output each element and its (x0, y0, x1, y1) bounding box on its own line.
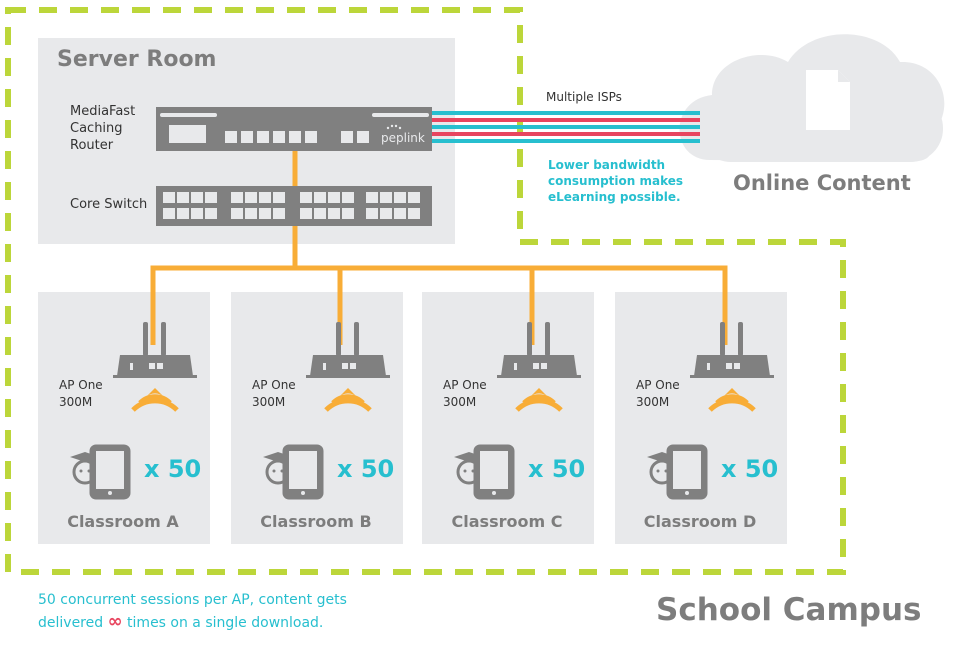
switch-port (394, 208, 406, 219)
switch-port (205, 192, 217, 203)
device-count: x 50 (144, 455, 202, 483)
switch-port (408, 192, 420, 203)
switch-port (191, 192, 203, 203)
wifi-signal-icon (708, 388, 756, 412)
router-label: MediaFast Caching Router (70, 103, 135, 154)
ap-speed: 300M (59, 395, 93, 409)
switch-port (245, 192, 257, 203)
switch-port (328, 208, 340, 219)
ap-label: AP One 300M (59, 377, 103, 411)
wifi-signal-icon (515, 388, 563, 412)
note-line: eLearning possible. (548, 190, 681, 204)
switch-port (300, 192, 312, 203)
switch-port (273, 192, 285, 203)
ap-speed: 300M (636, 395, 670, 409)
access-point-device (306, 322, 390, 378)
isp-label: Multiple ISPs (546, 90, 622, 104)
switch-port (380, 192, 392, 203)
switch-port (163, 192, 175, 203)
footer-note: 50 concurrent sessions per AP, content g… (38, 589, 347, 634)
switch-port (328, 192, 340, 203)
footer-text: delivered (38, 615, 104, 631)
classroom-name: Classroom D (643, 512, 757, 531)
switch-port (342, 192, 354, 203)
switch-port (380, 208, 392, 219)
peplink-dots-icon (386, 124, 402, 130)
isp-lines (432, 111, 700, 143)
classroom-name: Classroom C (451, 512, 563, 531)
classroom-c-panel (422, 292, 594, 544)
note-line: consumption makes (548, 174, 684, 188)
router-label-line: MediaFast (70, 104, 136, 119)
classroom-name: Classroom B (260, 512, 372, 531)
switch-port (205, 208, 217, 219)
switch-port (394, 192, 406, 203)
switch-port (231, 192, 243, 203)
wifi-signal-icon (324, 388, 372, 412)
switch-port (342, 208, 354, 219)
ap-model: AP One (59, 378, 103, 392)
tablet-icon (89, 444, 131, 500)
footer-line-2: delivered ∞ times on a single download. (38, 611, 347, 634)
router-device: peplink (156, 107, 432, 151)
tablet-icon (666, 444, 708, 500)
classroom-name: Classroom A (67, 512, 179, 531)
server-room-title: Server Room (57, 47, 217, 72)
device-count: x 50 (528, 455, 586, 483)
switch-port (259, 192, 271, 203)
switch-label: Core Switch (70, 197, 148, 212)
access-point-device (497, 322, 581, 378)
switch-port (314, 208, 326, 219)
online-content-label: Online Content (733, 171, 911, 195)
switch-port (191, 208, 203, 219)
router-label-line: Router (70, 138, 114, 153)
document-icon (806, 70, 850, 130)
ap-label: AP One 300M (443, 377, 487, 411)
campus-border (5, 7, 846, 575)
switch-port (231, 208, 243, 219)
switch-port (259, 208, 271, 219)
router-label-line: Caching (70, 121, 123, 136)
device-count: x 50 (337, 455, 395, 483)
wifi-signal-icon (131, 388, 179, 412)
access-point-device (690, 322, 774, 378)
access-point-device (113, 322, 197, 378)
footer-line-1: 50 concurrent sessions per AP, content g… (38, 592, 347, 608)
note-line: Lower bandwidth (548, 158, 666, 172)
ap-label: AP One 300M (636, 377, 680, 411)
tablet-icon (282, 444, 324, 500)
campus-title: School Campus (656, 592, 922, 628)
switch-port (245, 208, 257, 219)
switch-port (408, 208, 420, 219)
switch-port (177, 192, 189, 203)
ap-model: AP One (443, 378, 487, 392)
ap-label: AP One 300M (252, 377, 296, 411)
classroom-a-panel (38, 292, 210, 544)
cables (150, 150, 728, 345)
ap-speed: 300M (252, 395, 286, 409)
ap-speed: 300M (443, 395, 477, 409)
switch-port (314, 192, 326, 203)
infinity-icon: ∞ (107, 611, 123, 632)
tablet-icon (473, 444, 515, 500)
switch-port (163, 208, 175, 219)
ap-model: AP One (252, 378, 296, 392)
footer-text: times on a single download. (127, 615, 324, 631)
classroom-d-panel (615, 292, 787, 544)
switch-port (273, 208, 285, 219)
switch-port (177, 208, 189, 219)
bandwidth-note: Lower bandwidth consumption makes eLearn… (548, 157, 683, 205)
device-count: x 50 (721, 455, 779, 483)
classroom-b-panel (231, 292, 403, 544)
switch-port (300, 208, 312, 219)
core-switch-device (156, 186, 432, 226)
switch-port (366, 208, 378, 219)
switch-port (366, 192, 378, 203)
router-brand: peplink (381, 131, 425, 145)
ap-model: AP One (636, 378, 680, 392)
